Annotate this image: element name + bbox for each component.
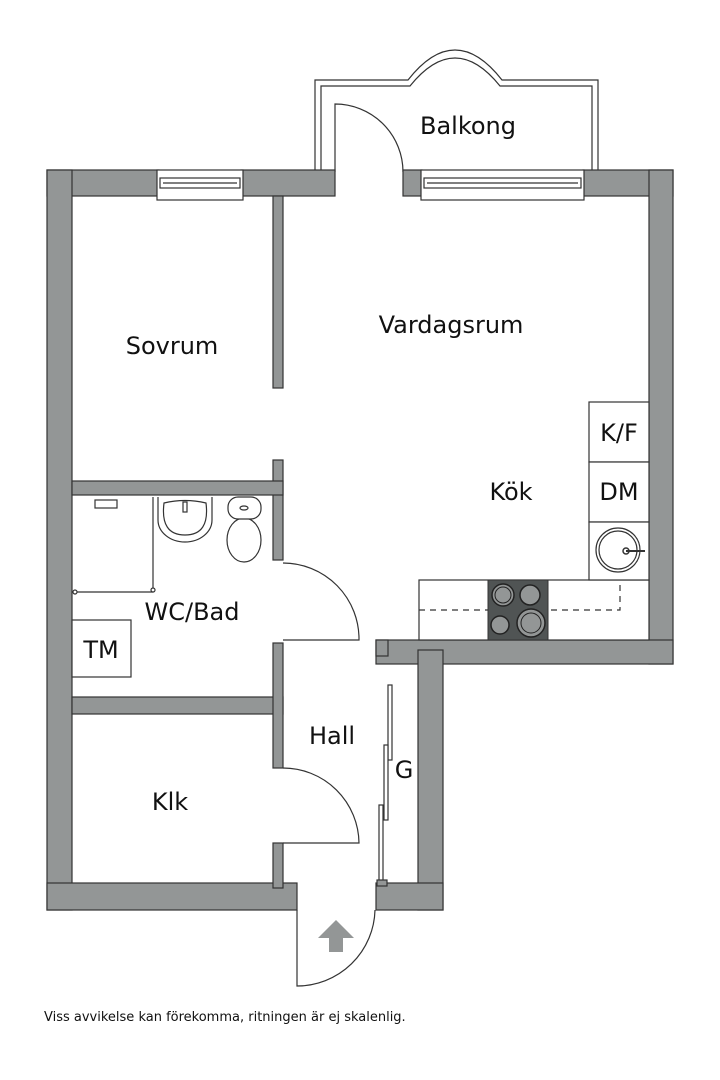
room-label-bathroom: WC/Bad <box>145 598 240 626</box>
room-label-kitchen: Kök <box>489 478 532 506</box>
closet-door-swing <box>282 767 360 844</box>
toilet <box>226 496 262 563</box>
walls <box>46 169 674 911</box>
window-bedroom <box>156 169 244 201</box>
entrance-door-swing <box>296 909 376 987</box>
shower <box>72 497 156 595</box>
fixture-label-dishwasher: DM <box>599 478 638 506</box>
balcony-railing <box>314 49 599 172</box>
washbasin <box>157 497 213 543</box>
washing-machine <box>71 619 132 678</box>
balcony-door-swing <box>334 103 404 173</box>
fixture-label-washing-machine: TM <box>82 636 118 664</box>
room-label-closet: Klk <box>152 788 188 816</box>
bathroom-door-swing <box>282 562 360 641</box>
window-living <box>420 169 585 201</box>
disclaimer-text: Viss avvikelse kan förekomma, ritningen … <box>44 1010 406 1025</box>
fixture-label-wardrobe: G <box>395 756 414 784</box>
room-label-hall: Hall <box>309 722 355 750</box>
stove <box>487 579 549 641</box>
room-label-living-room: Vardagsrum <box>379 311 524 339</box>
room-label-balcony: Balkong <box>420 112 516 140</box>
fixture-label-fridge-freezer: K/F <box>600 419 638 447</box>
entrance-arrow-icon <box>318 920 354 952</box>
wardrobe <box>376 684 393 887</box>
sink <box>595 527 645 573</box>
room-label-bedroom: Sovrum <box>126 332 219 360</box>
